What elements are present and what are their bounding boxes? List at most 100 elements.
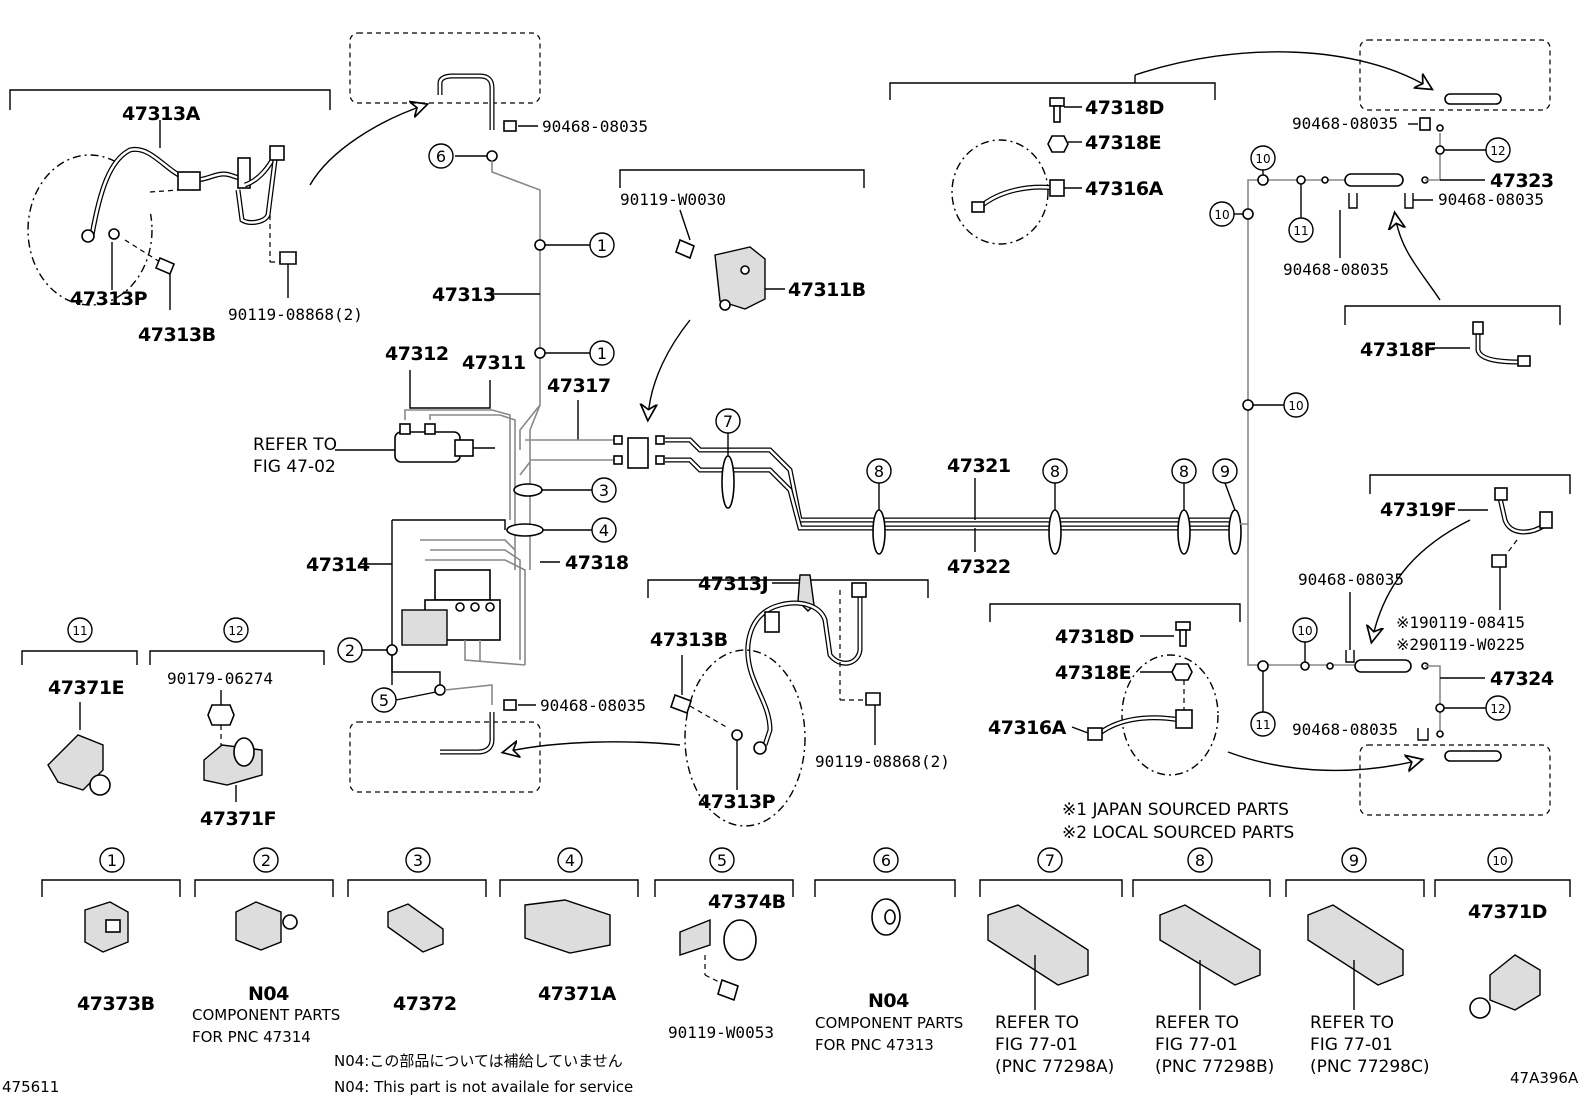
label-47313B-1: 47313B [138, 324, 216, 346]
bolt-90119-W0053-icon [717, 978, 739, 1002]
label-47371F: 47371F [200, 808, 276, 830]
bolt-47318D-icon-2 [1179, 629, 1187, 647]
callout-8c [1171, 458, 1197, 484]
bolt-icon [675, 238, 695, 260]
label-fig-77-01-7: FIG 77-01 [995, 1035, 1078, 1055]
svg-text:3: 3 [599, 481, 609, 500]
label-component-parts-2: COMPONENT PARTS [192, 1006, 340, 1024]
svg-text:12: 12 [228, 624, 243, 638]
clamp-3 [513, 483, 543, 497]
callout-8d [1187, 847, 1213, 873]
label-pnc-77298B: (PNC 77298B) [1155, 1057, 1274, 1077]
label-90179-06274: 90179-06274 [167, 669, 273, 688]
svg-text:8: 8 [1050, 462, 1060, 481]
clamp-9 [1228, 509, 1242, 555]
callout-8a [866, 458, 892, 484]
callout-12c [223, 617, 249, 643]
label-47324: 47324 [1490, 668, 1554, 690]
label-47313B-2: 47313B [650, 629, 728, 651]
detail-box-top [349, 32, 541, 130]
label-90119-W0053: 90119-W0053 [668, 1023, 774, 1042]
note-local-sourced: ※2 LOCAL SOURCED PARTS [1062, 823, 1294, 843]
hose-nut-icon [269, 145, 285, 161]
svg-text:11: 11 [1293, 224, 1308, 238]
clip-icon [1348, 193, 1358, 209]
label-47311B: 47311B [788, 279, 866, 301]
label-47319F: 47319F [1380, 499, 1456, 521]
label-47314: 47314 [306, 554, 370, 576]
callout-12a [1485, 137, 1511, 163]
svg-text:4: 4 [599, 521, 609, 540]
label-47371A: 47371A [538, 983, 617, 1005]
clip-47371D [1489, 954, 1541, 1011]
clamp-47372 [387, 903, 444, 953]
label-47318: 47318 [565, 552, 629, 574]
clip-icon [1404, 193, 1414, 209]
label-47374B: 47374B [708, 891, 786, 913]
callout-7 [715, 408, 741, 434]
arrow [648, 319, 691, 418]
callout-2b [253, 847, 279, 873]
label-47373B: 47373B [77, 993, 155, 1015]
svg-text:8: 8 [874, 462, 884, 481]
svg-text:8: 8 [1179, 462, 1189, 481]
label-pnc-77298A: (PNC 77298A) [995, 1057, 1114, 1077]
label-refer-to-8: REFER TO [1155, 1013, 1239, 1033]
callout-4b [557, 847, 583, 873]
callout-6 [428, 143, 454, 169]
master-cylinder [394, 431, 461, 463]
arrow [505, 742, 681, 752]
banjo-icon [81, 229, 95, 243]
label-47318E-1: 47318E [1085, 132, 1161, 154]
label-fig-77-01-8: FIG 77-01 [1155, 1035, 1238, 1055]
callout-10b [1209, 201, 1235, 227]
label-N04-2: N04 [248, 983, 289, 1005]
label-90468-7: 90468-08035 [1292, 720, 1398, 739]
hose-bracket [177, 171, 201, 191]
label-47317: 47317 [547, 375, 611, 397]
svg-text:7: 7 [723, 412, 733, 431]
clamp-77298B [1159, 904, 1261, 986]
rear-pipe-joint [1344, 173, 1404, 187]
label-fig-77-01-9: FIG 77-01 [1310, 1035, 1393, 1055]
clip-icon [1417, 728, 1429, 741]
svg-text:2: 2 [345, 641, 355, 660]
label-47371D: 47371D [1468, 901, 1547, 923]
label-for-pnc-47313: FOR PNC 47313 [815, 1036, 934, 1054]
abs-bracket [401, 609, 448, 646]
label-47372: 47372 [393, 993, 457, 1015]
nut-47318E-icon [1047, 135, 1069, 153]
svg-text:11: 11 [1255, 718, 1270, 732]
callout-3b [405, 847, 431, 873]
callout-12b [1485, 695, 1511, 721]
clamp-8a [872, 509, 886, 555]
label-refer-to: REFER TO [253, 435, 337, 455]
svg-text:12: 12 [1490, 702, 1505, 716]
grommet-icon [486, 150, 498, 162]
hose-nut-icon [851, 582, 867, 598]
clamp-8c [1177, 509, 1191, 555]
svg-text:1: 1 [597, 344, 607, 363]
label-290119: ※290119-W0225 [1396, 635, 1525, 654]
svg-text:11: 11 [72, 624, 87, 638]
label-47318D-2: 47318D [1055, 626, 1134, 648]
arrow [1227, 751, 1420, 770]
label-90468-4: 90468-08035 [1283, 260, 1389, 279]
bottom-parts-row: 1 47373B 2 N04 COMPONENT PARTS FOR PNC 4… [41, 847, 1571, 1077]
detail-ellipse [27, 154, 153, 306]
label-fig-47-02: FIG 47-02 [253, 457, 336, 477]
label-47311: 47311 [462, 352, 526, 374]
abs-actuator-top [434, 569, 491, 601]
clamp-47371A [524, 899, 611, 954]
label-component-parts-6: COMPONENT PARTS [815, 1014, 963, 1032]
label-190119: ※190119-08415 [1396, 613, 1525, 632]
label-for-pnc-47314: FOR PNC 47314 [192, 1028, 311, 1046]
label-47313: 47313 [432, 284, 496, 306]
clip-icon [503, 699, 517, 711]
label-47313A: 47313A [122, 103, 201, 125]
svg-text:3: 3 [413, 851, 423, 870]
svg-text:1: 1 [107, 851, 117, 870]
clip-N04-2 [235, 901, 282, 951]
callout-1c [99, 847, 125, 873]
